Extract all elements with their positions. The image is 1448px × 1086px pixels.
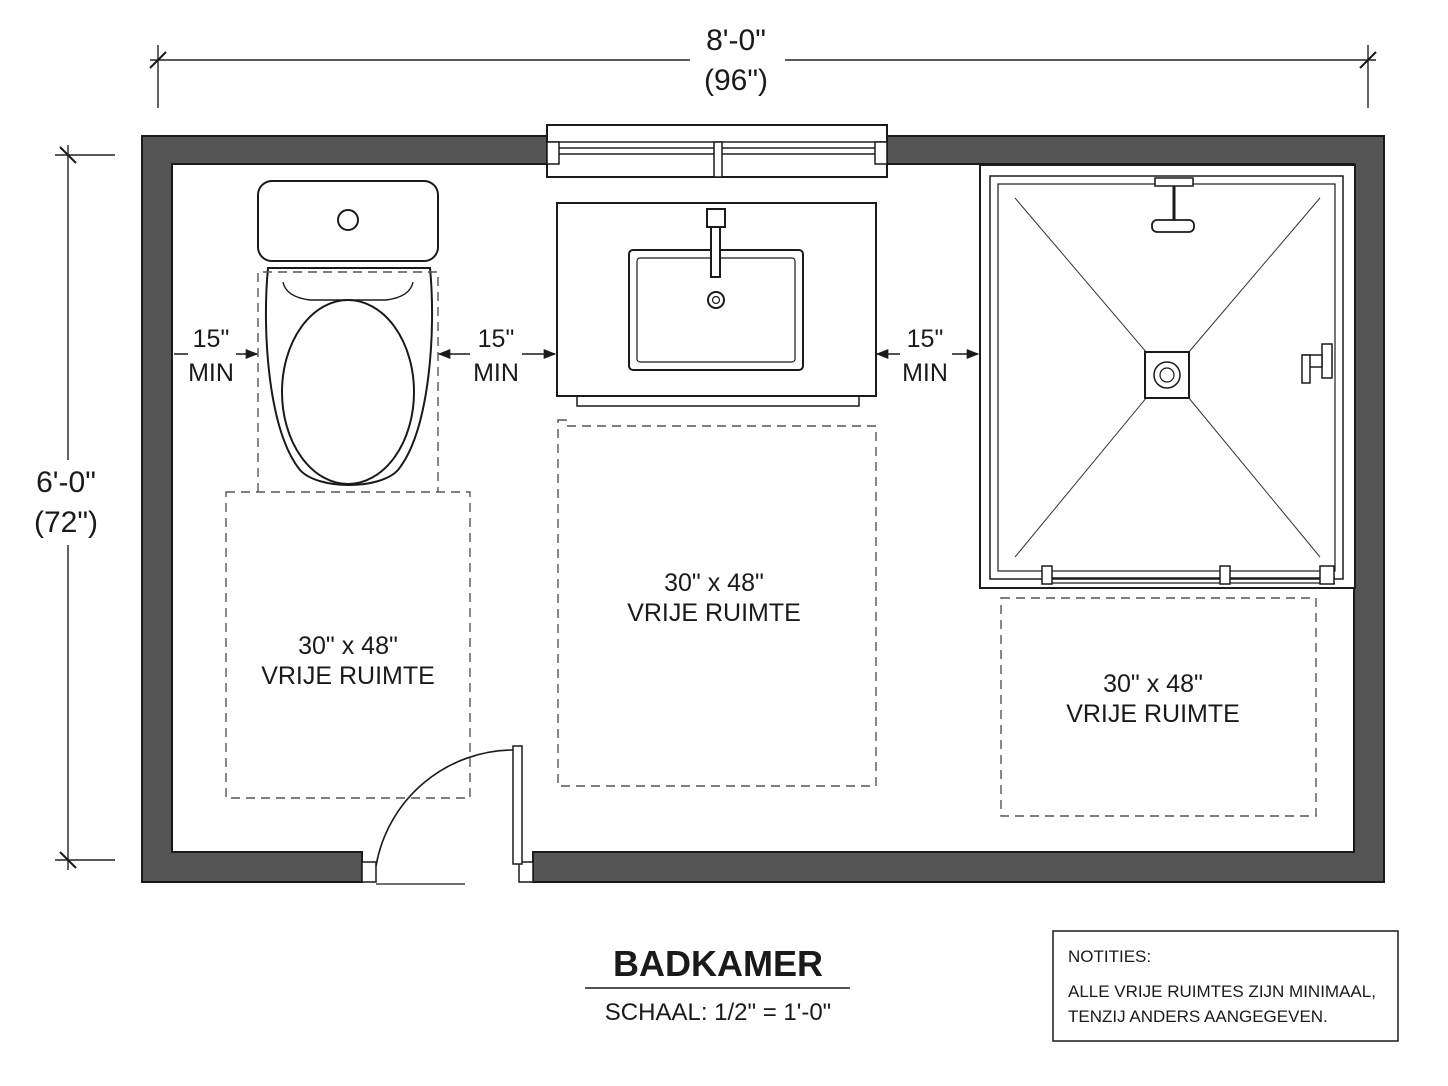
clear-space-shower <box>1000 597 1317 817</box>
width-dimension: 8'-0" (96") <box>149 24 1377 108</box>
shower-glass-door <box>1041 565 1335 585</box>
clear-space-shower-label: VRIJE RUIMTE <box>1066 700 1240 728</box>
clearance-vanity-shower-unit: MIN <box>902 359 948 387</box>
toilet <box>257 180 439 486</box>
notes-heading: NOTITIES: <box>1068 947 1151 966</box>
height-feet-label: 6'-0" <box>36 466 96 499</box>
clear-space-vanity-size: 30" x 48" <box>664 569 764 597</box>
door-leaf <box>512 745 523 865</box>
notes-line-2: TENZIJ ANDERS AANGEGEVEN. <box>1068 1007 1328 1026</box>
clearance-vanity-shower-value: 15" <box>907 325 944 353</box>
width-feet-label: 8'-0" <box>706 24 766 57</box>
sink-drain-icon <box>707 291 725 309</box>
height-dimension: 6'-0" (72") <box>34 145 115 870</box>
clearance-toilet-side-unit: MIN <box>188 359 234 387</box>
notes-box: NOTITIES: ALLE VRIJE RUIMTES ZIJN MINIMA… <box>1052 930 1399 1042</box>
clear-space-shower-size: 30" x 48" <box>1103 670 1203 698</box>
toilet-flush-icon <box>337 209 359 231</box>
toilet-footprint-zone <box>257 271 439 492</box>
toilet-seat <box>281 299 415 485</box>
clearance-toilet-side: 15" MIN <box>174 325 259 387</box>
clear-space-toilet-size: 30" x 48" <box>298 632 398 660</box>
shower-head-icon <box>1151 177 1195 233</box>
clear-space-vanity-label: VRIJE RUIMTE <box>627 599 801 627</box>
width-inches-label: (96") <box>704 64 768 97</box>
title-block: BADKAMER SCHAAL: 1/2" = 1'-0" <box>585 943 850 1026</box>
height-inches-label: (72") <box>34 506 98 539</box>
vanity <box>556 202 877 407</box>
clear-space-vanity <box>557 419 877 787</box>
clearance-toilet-side-value: 15" <box>193 325 230 353</box>
shower-valve-icon <box>1301 343 1333 384</box>
clear-space-toilet-label: VRIJE RUIMTE <box>261 662 435 690</box>
plan-title: BADKAMER <box>613 943 823 984</box>
door-swing-arc <box>375 749 514 867</box>
clearance-toilet-vanity-unit: MIN <box>473 359 519 387</box>
shower <box>979 164 1356 589</box>
window <box>546 124 888 178</box>
clearance-toilet-vanity: 15" MIN <box>437 325 557 387</box>
faucet-icon <box>706 208 726 228</box>
notes-line-1: ALLE VRIJE RUIMTES ZIJN MINIMAAL, <box>1068 982 1376 1001</box>
plan-scale: SCHAAL: 1/2" = 1'-0" <box>605 999 831 1026</box>
door <box>361 745 534 885</box>
shower-drain-icon <box>1144 351 1190 399</box>
clearance-toilet-vanity-value: 15" <box>478 325 515 353</box>
clearance-vanity-shower: 15" MIN <box>875 325 980 387</box>
clear-space-toilet <box>225 491 471 799</box>
